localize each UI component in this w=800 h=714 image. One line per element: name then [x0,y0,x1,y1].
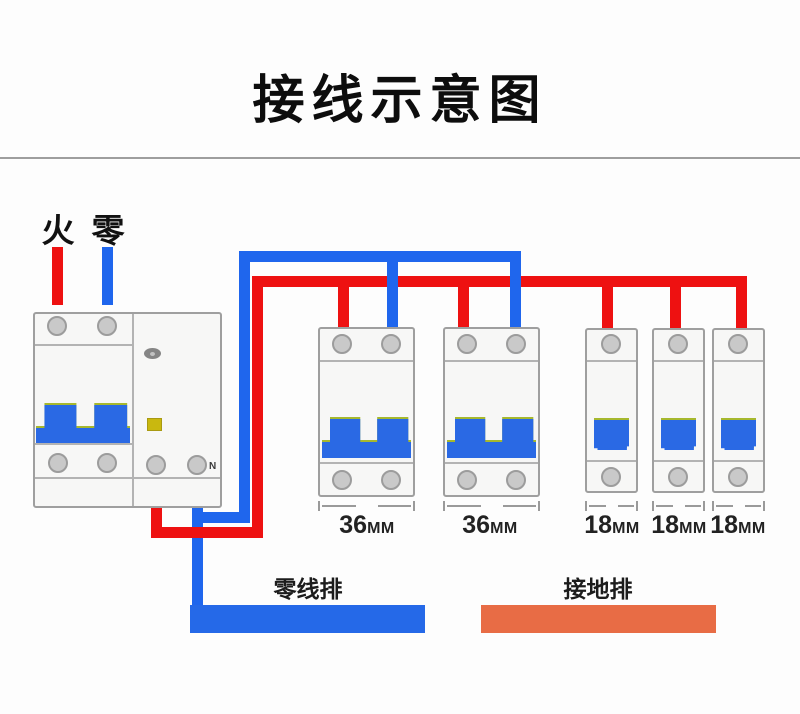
dimension-label-4: 18MM [651,511,707,539]
live-wire-label: 火 [41,212,75,249]
terminal [506,334,526,354]
terminal [47,316,67,336]
live-wire-drop-1 [338,287,349,328]
dimension-label-1: 36MM [339,511,395,539]
neutral-terminal-label: N [209,461,217,472]
terminal [668,467,688,487]
indicator-window-icon [144,348,161,359]
dimension-line-3 [585,501,638,511]
top-strip-line [320,360,413,362]
separator-line [0,157,800,159]
indicator-dot-icon [150,351,155,356]
toggle-handle [322,419,411,458]
live-wire-input [52,247,63,305]
module-divider [132,314,134,506]
live-bus-wire [252,276,747,287]
toggle-shape-icon [447,419,536,458]
terminal [332,334,352,354]
terminal [381,470,401,490]
dimension-label-2: 36MM [462,511,518,539]
bottom-strip-line [320,462,413,464]
top-strip-line [445,360,538,362]
live-wire-riser [252,276,263,538]
terminal [601,334,621,354]
terminal [601,467,621,487]
main-breaker: N [33,312,222,508]
breaker-2pole-1 [318,327,415,497]
toggle-handle [721,420,756,450]
toggle-shape-icon [661,420,696,450]
dimension-line-4 [652,501,705,511]
live-wire-drop-3 [602,287,613,328]
ground-busbar [481,605,716,633]
ground-busbar-label: 接地排 [563,576,633,602]
terminal [97,453,117,473]
neutral-bus-wire [239,251,521,262]
toggle-shape-icon [594,420,629,450]
bottom-strip-line [35,443,132,445]
dimension-line-1 [318,501,415,511]
terminal [381,334,401,354]
dimension-label-5: 18MM [710,511,766,539]
bottom-strip-line [654,460,703,462]
bottom-strip-line [714,460,763,462]
breaker-1pole-2 [652,328,705,493]
neutral-wire-drop-2 [510,262,521,328]
breaker-1pole-1 [585,328,638,493]
neutral-wire-riser [239,251,250,523]
top-strip-line [714,360,763,362]
terminal [668,334,688,354]
top-strip-line [35,344,132,346]
toggle-shape-icon [721,420,756,450]
terminal [457,470,477,490]
terminal [728,334,748,354]
neutral-wire-label: 零 [91,212,125,249]
test-button [147,418,162,431]
terminal [506,470,526,490]
breaker-2pole-2 [443,327,540,497]
dimension-line-5 [712,501,765,511]
neutral-wire-to-busbar [192,477,203,610]
terminal [48,453,68,473]
live-wire-bottom-run [151,527,263,538]
dimension-label-3: 18MM [584,511,640,539]
terminal [457,334,477,354]
toggle-handle [36,405,130,444]
base-line [35,477,220,479]
dimension-line-2 [443,501,540,511]
neutral-busbar-label: 零线排 [273,576,343,602]
terminal [332,470,352,490]
top-strip-line [654,360,703,362]
breaker-1pole-3 [712,328,765,493]
terminal [146,455,166,475]
terminal [728,467,748,487]
bottom-strip-line [445,462,538,464]
toggle-handle [447,419,536,458]
bottom-strip-line [587,460,636,462]
toggle-handle [661,420,696,450]
neutral-terminal [187,455,207,475]
toggle-shape-icon [322,419,411,458]
neutral-busbar [190,605,425,633]
top-strip-line [587,360,636,362]
live-wire-drop-2 [458,287,469,328]
toggle-shape-icon [36,405,130,444]
neutral-wire-input [102,247,113,305]
neutral-wire-drop-1 [387,262,398,328]
terminal [97,316,117,336]
page-title: 接线示意图 [252,72,548,130]
live-wire-drop-4 [670,287,681,328]
live-wire-drop-5 [736,287,747,328]
toggle-handle [594,420,629,450]
neutral-wire-branch [192,512,250,523]
